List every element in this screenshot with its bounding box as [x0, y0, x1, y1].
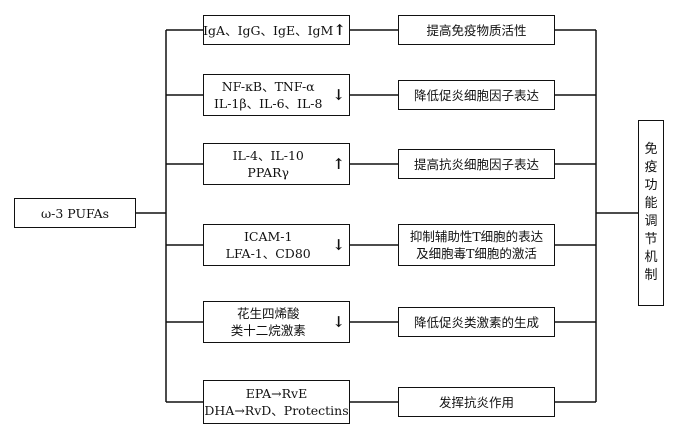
- effect-box-1: 提高免疫物质活性: [398, 15, 555, 45]
- target-box: 免 疫 功 能 调 节 机 制: [638, 120, 664, 306]
- factor-line: 类十二烷激素: [230, 323, 306, 338]
- effect-box-3: 提高抗炎细胞因子表达: [398, 149, 555, 179]
- effect-line: 降低促炎细胞因子表达: [413, 87, 539, 103]
- factor-box-4: ICAM-1 LFA-1、CD80 ↓: [203, 224, 350, 266]
- factor-line: IgA、IgG、IgE、IgM: [203, 22, 334, 38]
- factor-line: DHA→RvD、Protectins: [204, 403, 349, 418]
- factor-box-3: IL-4、IL-10 PPARγ ↑: [203, 143, 350, 185]
- factor-line: ICAM-1: [243, 229, 293, 244]
- effect-line: 降低促炎类激素的生成: [413, 314, 539, 330]
- factor-line: LFA-1、CD80: [225, 246, 311, 261]
- target-char: 制: [644, 268, 658, 283]
- factor-line: PPARγ: [247, 165, 289, 180]
- effect-box-2: 降低促炎细胞因子表达: [398, 80, 555, 110]
- target-char: 疫: [644, 160, 658, 175]
- factor-box-5: 花生四烯酸 类十二烷激素 ↓: [203, 301, 350, 343]
- effect-box-6: 发挥抗炎作用: [398, 387, 555, 417]
- factor-line: IL-4、IL-10: [232, 148, 304, 163]
- target-char: 节: [644, 232, 658, 247]
- effect-box-5: 降低促炎类激素的生成: [398, 307, 555, 337]
- effect-box-4: 抑制辅助性T细胞的表达 及细胞毒T细胞的激活: [398, 224, 555, 266]
- factor-box-6: EPA→RvE DHA→RvD、Protectins: [203, 380, 350, 424]
- effect-line: 发挥抗炎作用: [438, 394, 514, 410]
- target-char: 能: [644, 196, 658, 211]
- factor-line: EPA→RvE: [245, 386, 308, 401]
- factor-box-1: IgA、IgG、IgE、IgM ↑: [203, 15, 350, 45]
- factor-line: NF-κB、TNF-α: [221, 79, 315, 94]
- effect-line: 抑制辅助性T细胞的表达: [409, 229, 544, 244]
- target-char: 功: [644, 178, 658, 193]
- down-arrow-icon: ↓: [332, 85, 345, 104]
- factor-line: 花生四烯酸: [236, 306, 300, 321]
- down-arrow-icon: ↓: [332, 235, 345, 254]
- up-arrow-icon: ↑: [332, 154, 345, 173]
- factor-line: IL-1β、IL-6、IL-8: [213, 96, 323, 111]
- source-box: ω-3 PUFAs: [14, 198, 136, 228]
- effect-line: 提高免疫物质活性: [426, 22, 527, 38]
- effect-line: 提高抗炎细胞因子表达: [413, 156, 539, 172]
- target-char: 调: [644, 214, 658, 229]
- target-char: 机: [644, 250, 658, 265]
- source-label: ω-3 PUFAs: [40, 205, 110, 221]
- target-char: 免: [644, 142, 658, 157]
- up-arrow-icon: ↑: [333, 20, 346, 39]
- effect-line: 及细胞毒T细胞的激活: [416, 246, 537, 261]
- factor-box-2: NF-κB、TNF-α IL-1β、IL-6、IL-8 ↓: [203, 74, 350, 116]
- down-arrow-icon: ↓: [332, 312, 345, 331]
